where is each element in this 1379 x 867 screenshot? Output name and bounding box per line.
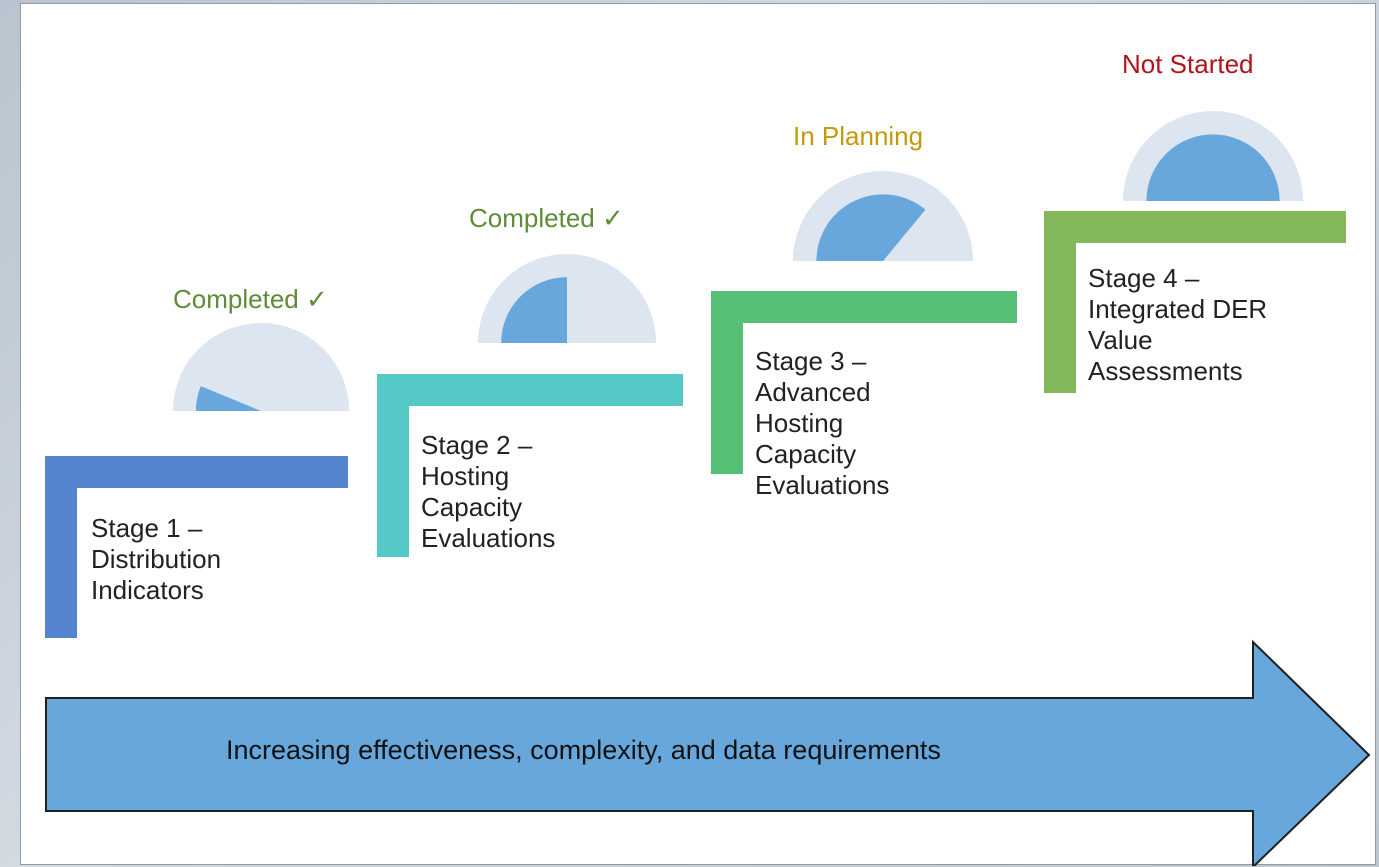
stage-3-bracket <box>711 291 1017 474</box>
stage-1-bracket <box>45 456 348 638</box>
stage-1-title: Stage 1 – <box>91 513 203 543</box>
stage-3-status: In Planning <box>793 121 924 151</box>
stage-2-status: Completed ✓ <box>469 203 624 233</box>
stage-4-line: Integrated DER <box>1088 294 1268 324</box>
stage-1-label: Stage 1 – Distribution Indicators <box>91 513 221 606</box>
stage-4-line: Assessments <box>1088 356 1243 386</box>
progress-arrow-label: Increasing effectiveness, complexity, an… <box>226 735 941 765</box>
stage-2-line: Hosting <box>421 461 510 491</box>
stage-2-bracket <box>377 374 683 557</box>
diagram-canvas: Completed ✓ Completed ✓ In Planning Not … <box>20 3 1376 866</box>
stage-4-title: Stage 4 – <box>1088 263 1200 293</box>
stage-4-bracket <box>1044 211 1346 393</box>
stage-2-title: Stage 2 – <box>421 430 533 460</box>
stage-2-line: Evaluations <box>421 523 556 553</box>
stage-2-label: Stage 2 – Hosting Capacity Evaluations <box>421 430 555 554</box>
stage-3-line: Capacity <box>755 439 857 469</box>
stage-2-gauge-fill <box>501 277 567 343</box>
stage-3-line: Evaluations <box>755 470 890 500</box>
stage-4-gauge-fill <box>1146 134 1280 201</box>
stage-4-status: Not Started <box>1122 49 1254 79</box>
stage-4-label: Stage 4 – Integrated DER Value Assessmen… <box>1088 263 1267 387</box>
stage-3-line: Advanced <box>755 377 871 407</box>
stage-diagram-graphics <box>45 111 1371 866</box>
stage-1-gauge-fill <box>195 386 261 411</box>
stage-1-gauge-background <box>173 323 349 411</box>
stage-3-title: Stage 3 – <box>755 346 867 376</box>
stage-3-gauge-fill <box>816 194 926 261</box>
stage-1-line: Distribution <box>91 544 222 574</box>
stage-1-line: Indicators <box>91 575 204 605</box>
stage-3-label: Stage 3 – Advanced Hosting Capacity Eval… <box>755 346 889 501</box>
stage-1-status: Completed ✓ <box>173 284 328 314</box>
progress-arrow <box>45 639 1371 866</box>
stage-3-line: Hosting <box>755 408 844 438</box>
stage-4-line: Value <box>1088 325 1153 355</box>
stage-2-line: Capacity <box>421 492 523 522</box>
